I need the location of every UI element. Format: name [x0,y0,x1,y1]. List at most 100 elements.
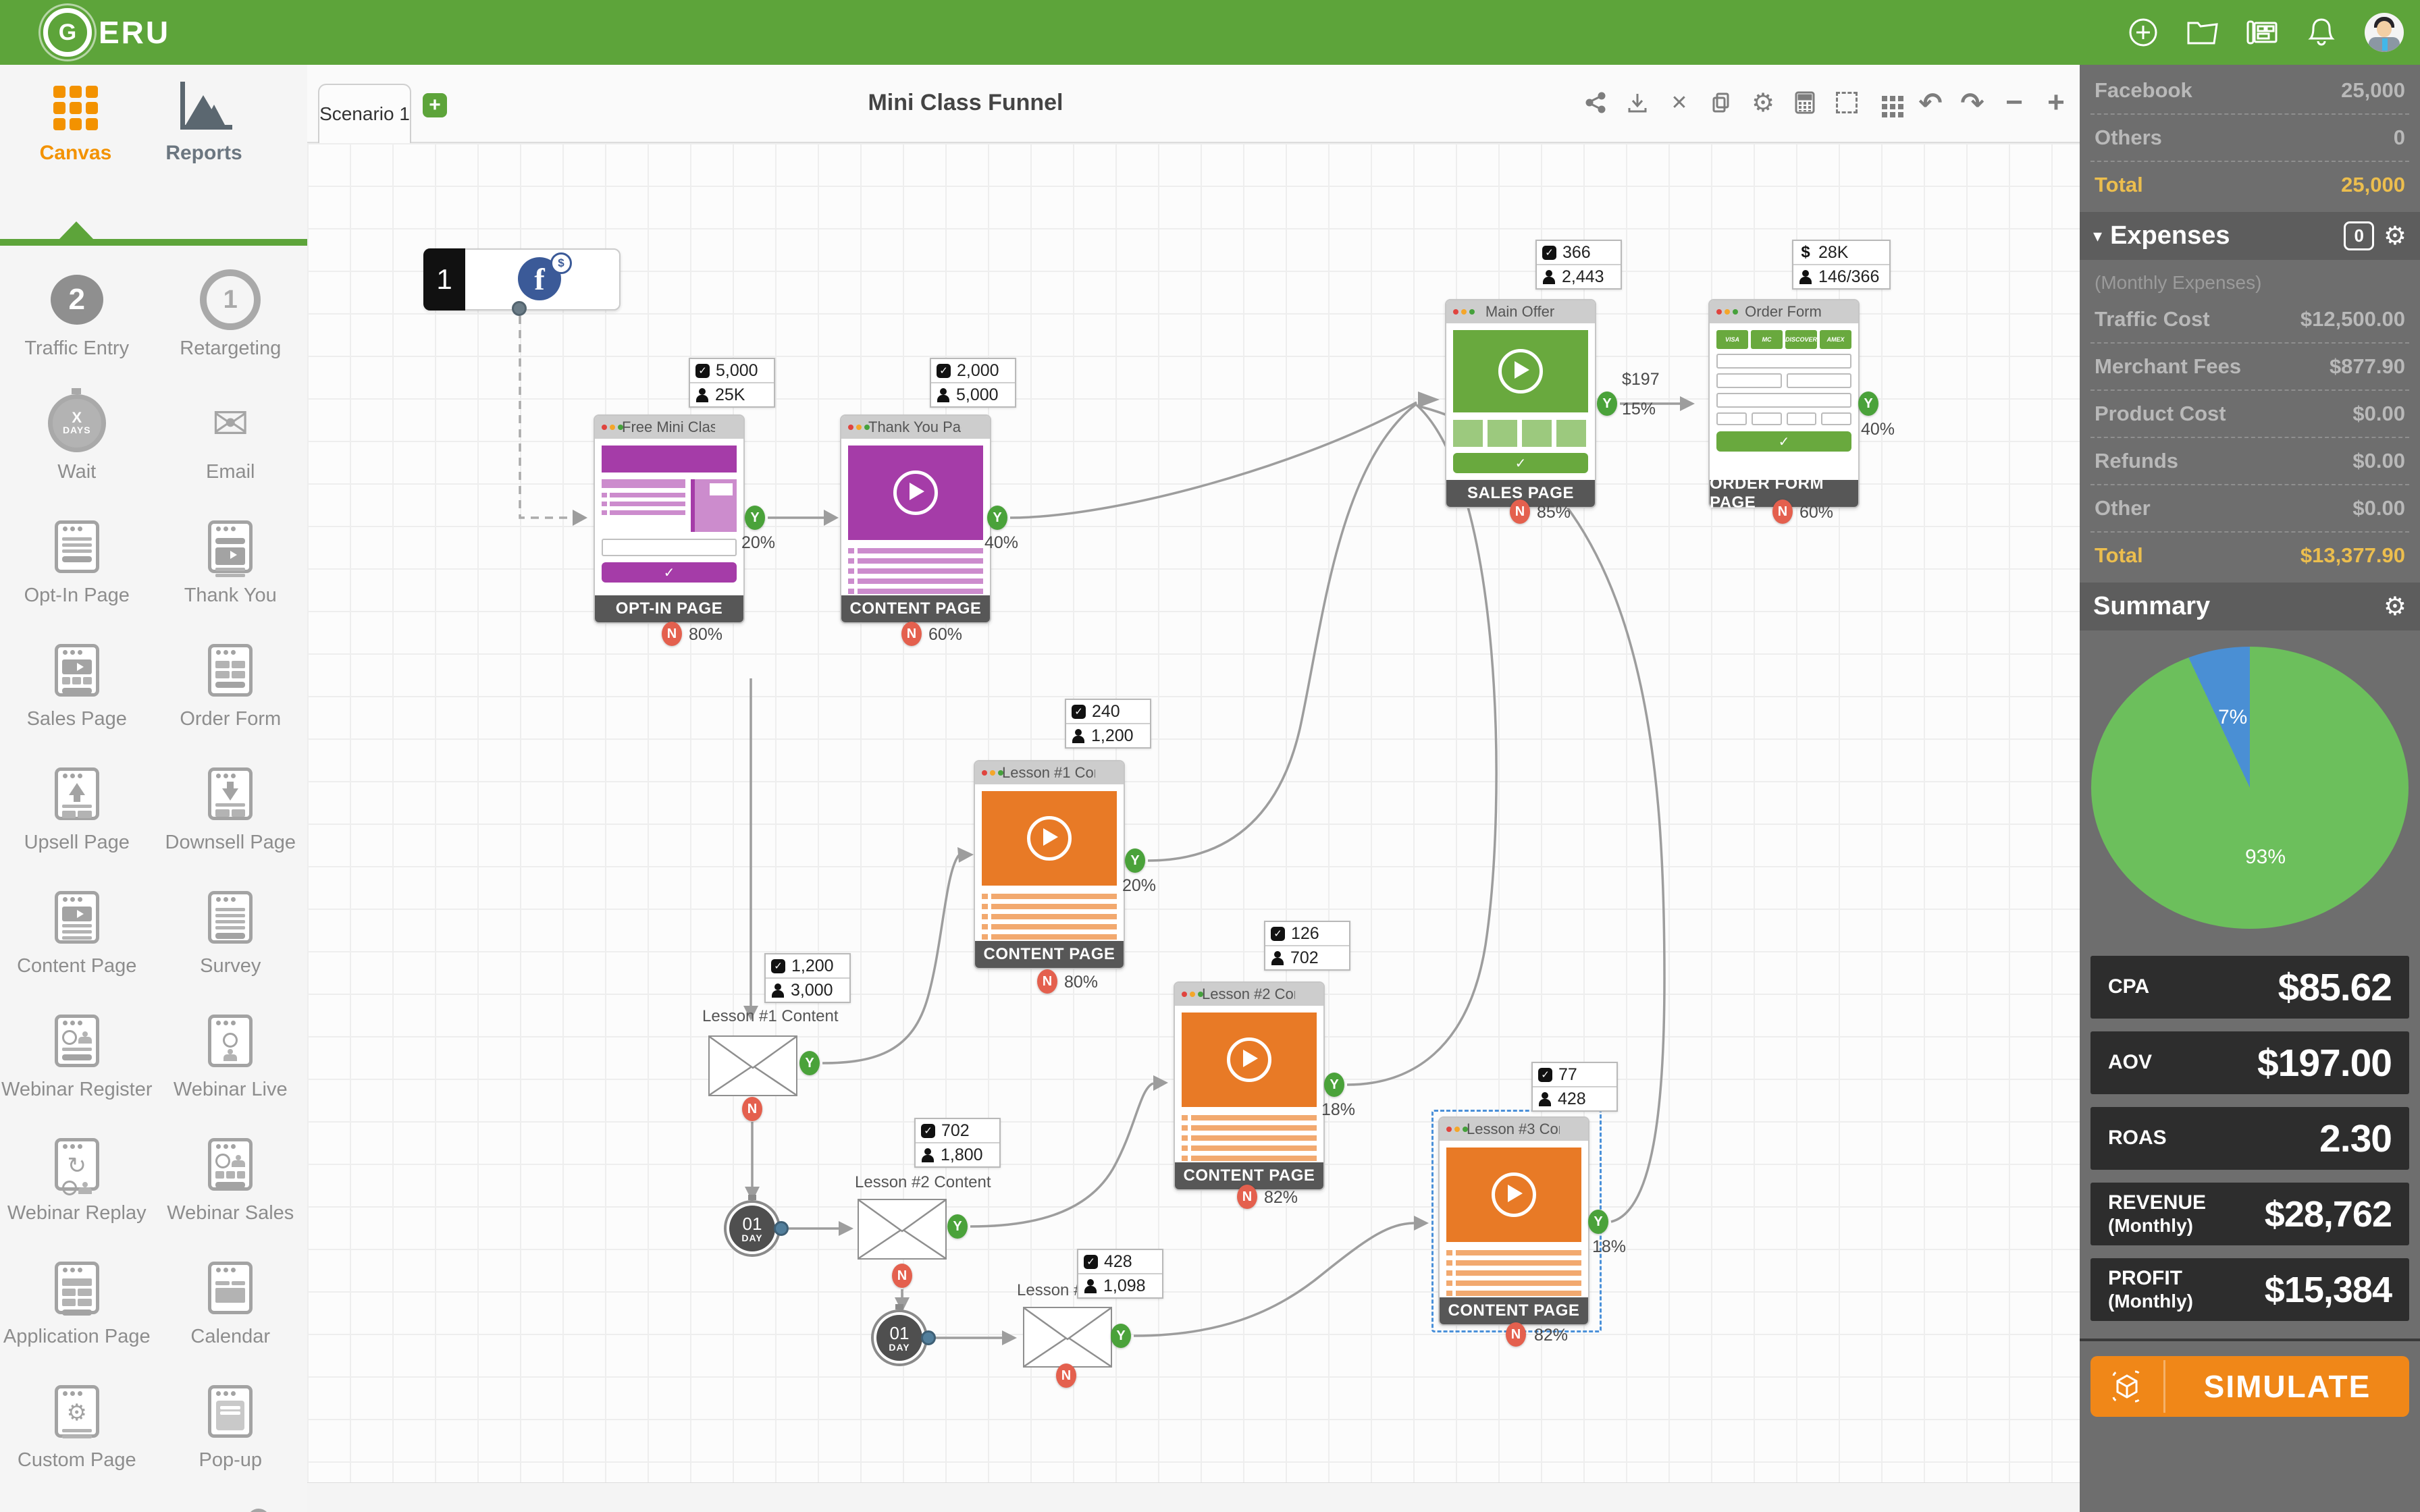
node-free-mini-class[interactable]: Free Mini Class OPT-IN PAGE [594,414,745,624]
conversions-icon [1538,1067,1552,1082]
palette-item-traffic-entry[interactable]: 2 Traffic Entry [0,258,154,381]
copy-icon[interactable] [1709,90,1733,115]
palette-item-survey[interactable]: Survey [154,875,308,999]
retargeting-icon: 1 [200,269,261,330]
no-port-email1[interactable]: N [742,1097,762,1121]
summary-header[interactable]: Summary ⚙ [2080,583,2420,630]
traffic-entry-node[interactable]: 1 f $ [423,248,621,310]
yes-port-lesson2[interactable]: Y [1324,1073,1344,1097]
email-node-lesson1[interactable] [708,1035,797,1096]
node-lesson2-content[interactable]: Lesson #2 Content CONTENT PAGE [1174,981,1325,1191]
no-port-thankyou[interactable]: N [901,622,922,646]
new-funnel-icon[interactable] [2127,16,2159,49]
palette-item-custom-page[interactable]: ⚙ Custom Page [0,1370,154,1493]
zoom-out-icon[interactable]: − [2005,86,2023,119]
no-port-order[interactable]: N [1772,500,1793,524]
expense-row-traffic-cost: Traffic Cost$12,500.00 [2090,296,2409,344]
email-node-lesson2[interactable] [858,1199,947,1260]
no-pct: 60% [928,625,963,644]
yes-port-order[interactable]: Y [1858,392,1878,416]
palette-item-phone-order[interactable]: ☎$ Phone Order [154,1493,308,1512]
palette-item-content-page[interactable]: Content Page [0,875,154,999]
horizontal-scrollbar[interactable] [307,1482,2080,1512]
undo-icon[interactable]: ↶ [1918,86,1943,119]
yes-port-sales[interactable]: Y [1597,392,1617,416]
yes-port-lesson3[interactable]: Y [1588,1210,1608,1234]
notifications-bell-icon[interactable] [2305,16,2338,49]
palette-item-upsell-page[interactable]: Upsell Page [0,752,154,875]
calculator-icon[interactable] [1793,90,1817,115]
yes-port-email1[interactable]: Y [799,1051,820,1075]
content-page-icon [54,891,99,944]
palette-item-optin-page[interactable]: Opt-In Page [0,505,154,628]
summary-gear-icon[interactable]: ⚙ [2383,592,2406,621]
window-dots-icon [982,770,987,776]
save-download-icon[interactable] [1625,90,1650,115]
layout-grid-icon[interactable] [1876,90,1901,115]
yes-port-lesson1[interactable]: Y [1125,848,1145,873]
palette-item-thank-you[interactable]: Thank You [154,505,308,628]
node-lesson1-content[interactable]: Lesson #1 Content CONTENT PAGE [974,760,1125,969]
palette-item-webinar-register[interactable]: Webinar Register [0,999,154,1123]
tab-canvas[interactable]: Canvas [22,81,130,165]
palette-item-webinar-sales[interactable]: Webinar Sales [154,1123,308,1246]
delete-icon[interactable]: ✕ [1671,91,1688,114]
no-port-email3[interactable]: N [1056,1364,1076,1388]
palette-item-order-form[interactable]: Order Form [154,628,308,752]
timer-connector-dot[interactable] [774,1221,789,1236]
user-avatar[interactable] [2365,13,2404,52]
node-lesson3-content[interactable]: Lesson #3 Content CONTENT PAGE [1438,1116,1589,1326]
palette-item-calendar[interactable]: Calendar [154,1246,308,1370]
tab-reports[interactable]: Reports [150,81,258,165]
settings-gear-icon[interactable]: ⚙ [1751,88,1775,117]
yes-port-thankyou[interactable]: Y [987,506,1007,530]
reports-chart-icon [180,82,232,130]
node-thank-you-page[interactable]: Thank You Page CONTENT PAGE [840,414,991,624]
no-port-email2[interactable]: N [892,1264,912,1288]
timer-connector-dot[interactable] [921,1330,936,1345]
open-folder-icon[interactable] [2186,16,2219,49]
share-icon[interactable] [1583,90,1608,115]
connector-dot[interactable] [512,301,527,316]
palette-item-email[interactable]: ✉ Email [205,398,255,483]
yes-pct: 20% [1122,876,1157,895]
no-port-lesson1[interactable]: N [1037,969,1057,994]
select-region-icon[interactable] [1835,90,1859,115]
yes-port-optin[interactable]: Y [745,506,765,530]
no-port-sales[interactable]: N [1510,500,1530,524]
palette-item-phone[interactable]: ☎ Phone [0,1493,154,1512]
add-scenario-button[interactable]: + [423,93,447,117]
node-type-label: CONTENT PAGE [1440,1297,1588,1324]
yes-port-email2[interactable]: Y [947,1214,968,1239]
node-main-offer[interactable]: Main Offer SALES PAGE [1445,299,1596,508]
palette-item-sales-page[interactable]: Sales Page [0,628,154,752]
simulate-button[interactable]: SIMULATE [2090,1356,2409,1417]
node-title: Lesson #3 Content [1467,1120,1560,1137]
zoom-in-icon[interactable]: + [2047,86,2065,119]
video-preview [975,784,1124,941]
yes-port-email3[interactable]: Y [1111,1324,1131,1348]
no-port-lesson2[interactable]: N [1237,1185,1257,1209]
no-port-optin[interactable]: N [662,622,682,646]
email-node-lesson3[interactable] [1023,1307,1112,1368]
palette-item-application-page[interactable]: Application Page [0,1246,154,1370]
templates-icon[interactable] [2246,16,2278,49]
palette-item-retargeting[interactable]: 1 Retargeting [154,258,308,381]
stats-email2: 702 1,800 [914,1118,1001,1168]
expenses-gear-icon[interactable]: ⚙ [2383,221,2406,250]
expenses-count-badge[interactable]: 0 [2344,221,2374,250]
expenses-header[interactable]: ▾ Expenses 0 ⚙ [2080,212,2420,260]
no-pct: 60% [1799,503,1834,522]
palette-item-webinar-replay[interactable]: ↻ Webinar Replay [0,1123,154,1246]
redo-icon[interactable]: ↷ [1960,86,1984,119]
palette-item-downsell-page[interactable]: Downsell Page [154,752,308,875]
palette-item-webinar-live[interactable]: Webinar Live [154,999,308,1123]
scenario-tab[interactable]: Scenario 1 [318,84,411,143]
no-port-lesson3[interactable]: N [1506,1322,1526,1347]
palette-item-popup[interactable]: Pop-up [154,1370,308,1493]
